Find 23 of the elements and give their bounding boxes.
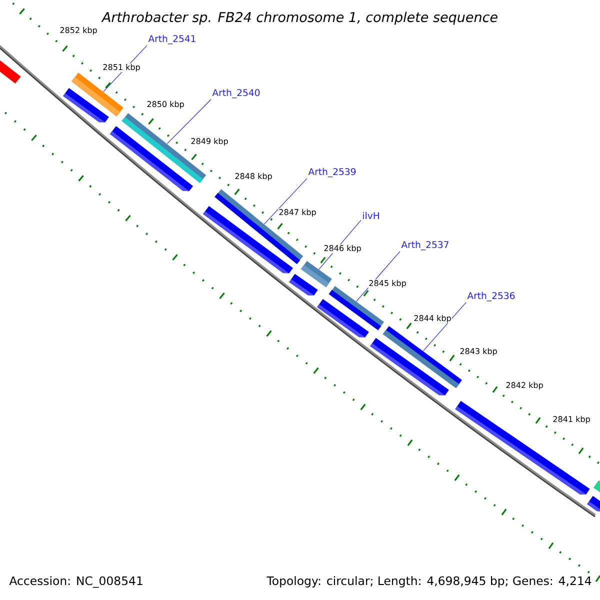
scale-label: 2841 kbp <box>552 415 591 424</box>
gene-label: Arth_2536 <box>467 292 515 302</box>
scale-label: 2849 kbp <box>190 137 229 146</box>
gene-bar <box>300 260 332 288</box>
gene-label: ilvH <box>363 212 379 219</box>
summary-text: Topology: circular; Length: 4,698,945 bp; Genes: 4,214 <box>266 576 592 588</box>
gene-label: Arth_2537 <box>401 240 448 250</box>
gene-label: Arth_2539 <box>308 168 356 178</box>
accession-text: Accession: NC_008541 <box>9 576 142 588</box>
leader-line <box>166 99 212 144</box>
gene-label: Arth_2541 <box>148 34 196 44</box>
scale-label: 2845 kbp <box>368 279 407 288</box>
scale-label: 2843 kbp <box>459 347 498 356</box>
gene-bar <box>328 286 384 330</box>
scale-label: 2852 kbp <box>59 26 98 36</box>
gene-label: Arth_2540 <box>212 88 260 98</box>
scale-label: 2847 kbp <box>278 208 317 218</box>
title: Arthrobacter sp. FB24 chromosome 1, complete sequence <box>101 12 498 25</box>
scale-label: 2842 kbp <box>505 381 544 390</box>
leader-line <box>264 178 308 224</box>
gene-bar <box>382 326 462 388</box>
leader-line <box>422 302 466 352</box>
gene-bar <box>71 72 124 117</box>
